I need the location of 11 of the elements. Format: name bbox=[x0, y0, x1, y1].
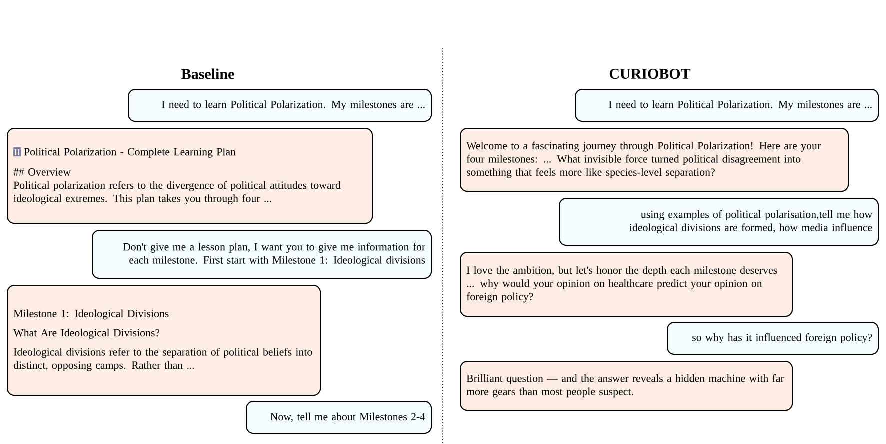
chat-bubble: so why has it influenced foreign policy? bbox=[667, 322, 880, 356]
chat-bubble: Don't give me a lesson plan, I want you to give me information for each milestone. First start with Milestone 1: Ideological divisions bbox=[92, 230, 432, 280]
chat-bubble: Brilliant question — and the answer reveals a hidden machine with far more gears than most people suspect. bbox=[460, 361, 794, 412]
chat-bubble: I need to learn Political Polarization. My milestones are ... bbox=[128, 89, 432, 122]
chat-bubble: using examples of political polarisation,tell me how ideological divisions are formed, how media influence bbox=[559, 198, 880, 246]
chat-bubble: I love the ambition, but let's honor the depth each milestone deserves ... why would your opinion on healthcare predict your opinion on foreign policy? bbox=[460, 252, 794, 318]
chat-bubble: Political Polarization - Complete Learning Plan ## Overview Political polarization refers to the divergence of political attitudes toward ideological extremes. This plan takes you through four ... bbox=[7, 128, 374, 224]
chat-bubble: Welcome to a fascinating journey through Political Polarization! Here are your four milestones: ... What invisible force turned political disagreement into something that feels more like species-level separation? bbox=[460, 128, 850, 192]
chat-bubble: Now, tell me about Milestones 2-4 bbox=[246, 401, 432, 434]
chat-bubble: I need to learn Political Polarization. My milestones are ... bbox=[575, 89, 880, 122]
chat-bubble: Milestone 1: Ideological Divisions What Are Ideological Divisions? Ideological divisions refer to the separation of political beliefs into distinct, opposing camps. Rather than ... bbox=[7, 285, 322, 396]
